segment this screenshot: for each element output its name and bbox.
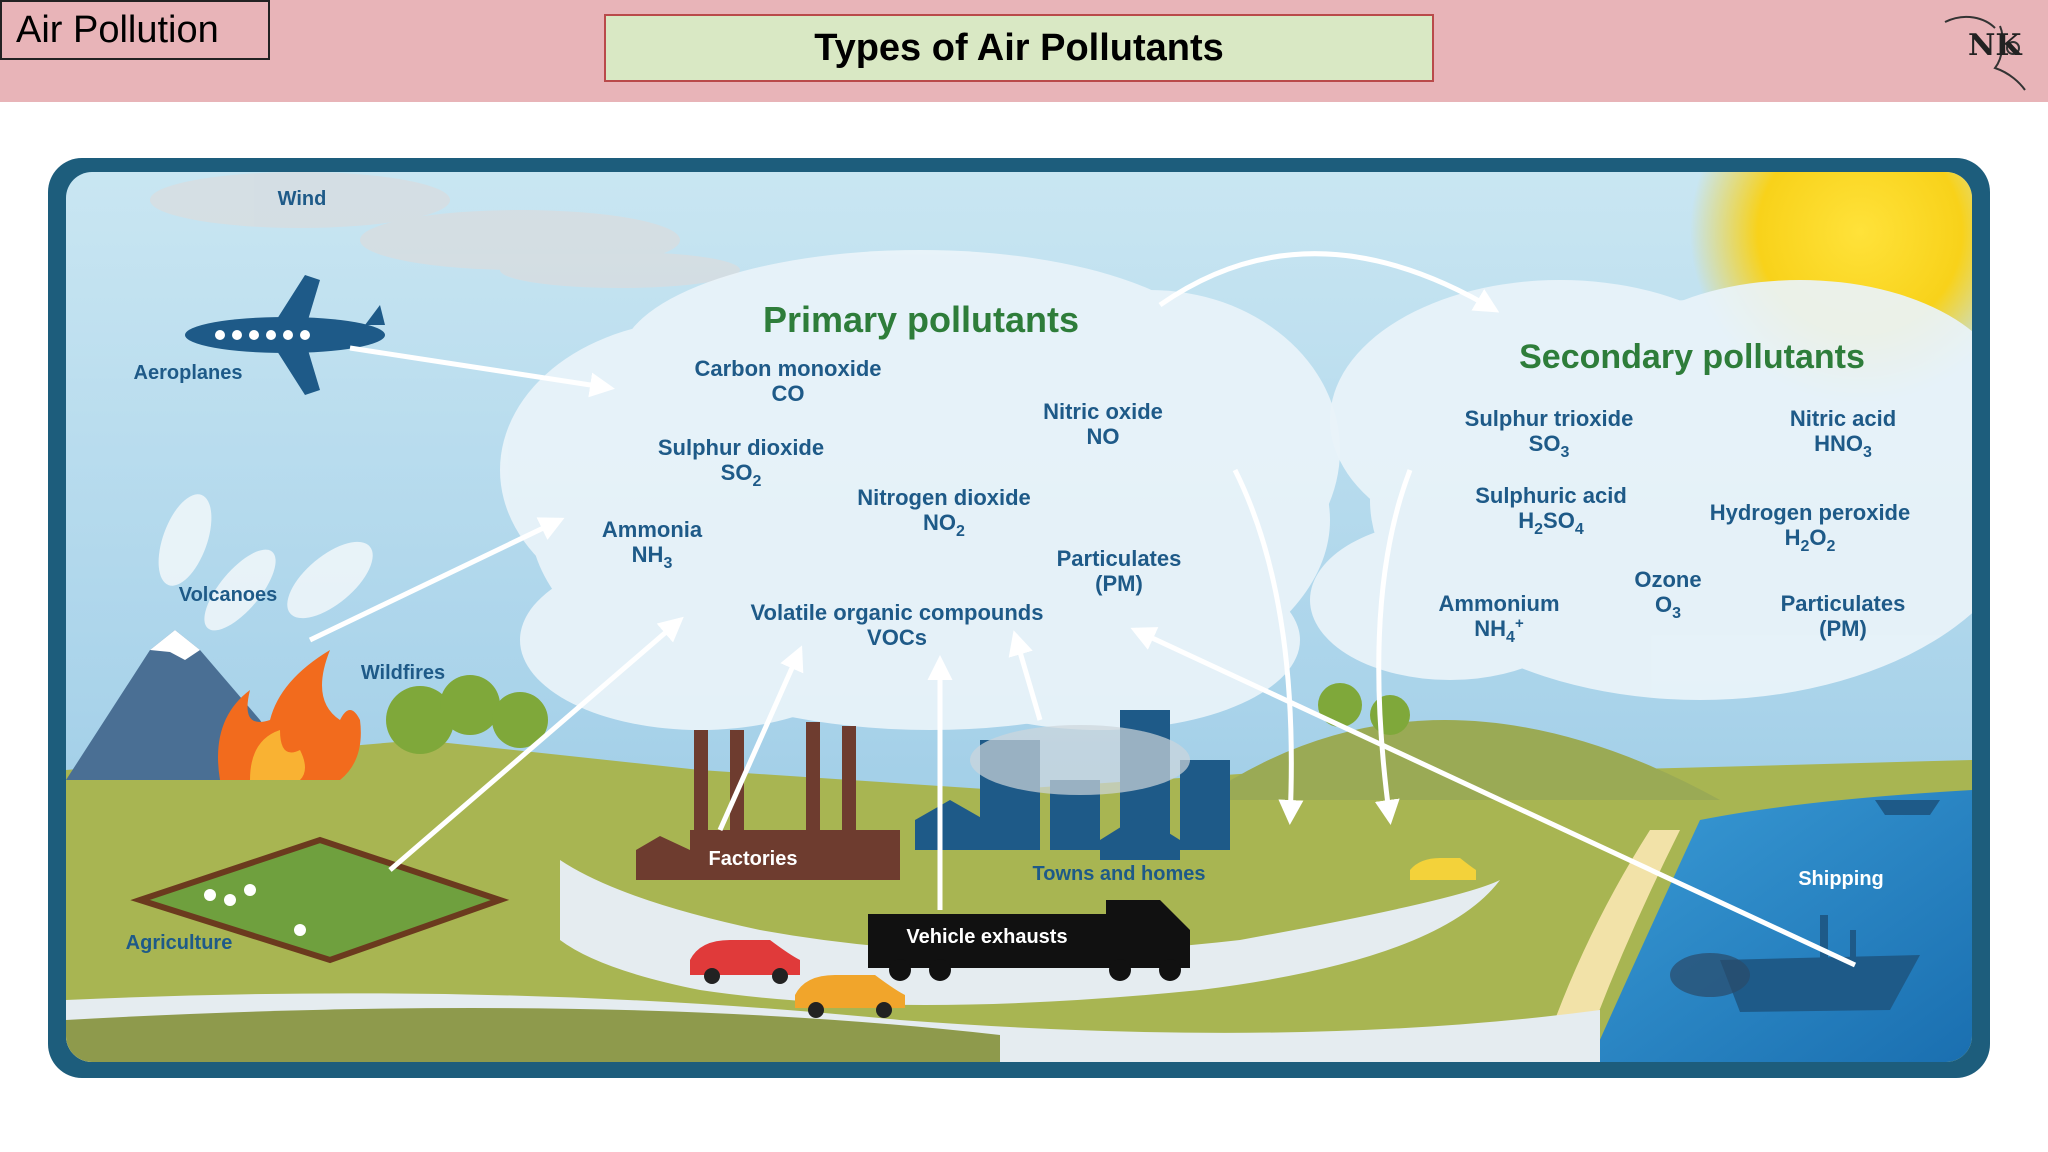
sheep [204,884,306,936]
primary-name: Sulphur dioxide [658,435,824,460]
hill [1200,720,1720,800]
secondary-formula: SO3 [1529,431,1570,461]
primary-name: Ammonia [602,517,703,542]
primary-name: Nitric oxide [1043,399,1163,424]
ship-smoke [1670,953,1750,997]
primary-formula: NO [1087,424,1120,449]
primary-formula: SO2 [721,460,762,490]
label-factories: Factories [709,848,798,870]
label-aeroplanes: Aeroplanes [134,362,243,384]
primary-formula: NH3 [632,542,673,572]
secondary-formula: (PM) [1819,616,1867,641]
label-volcanoes: Volcanoes [179,584,278,606]
primary-formula: CO [772,381,805,406]
secondary-name: Sulphuric acid [1475,483,1627,508]
label-wildfires: Wildfires [361,662,445,684]
label-wind: Wind [278,188,327,210]
yellow-car-icon [1410,858,1476,880]
logo-text: NK [1968,28,2022,63]
forest [386,675,1410,754]
factory-icon [636,722,900,880]
primary-formula: VOCs [867,625,927,650]
secondary-name: Nitric acid [1790,406,1896,431]
secondary-name: Particulates [1781,591,1906,616]
town-smog [970,725,1190,795]
small-ship-icon [1875,800,1940,815]
volcano-smoke [158,494,373,631]
slide-title: Types of Air Pollutants [604,14,1434,82]
secondary-formula: NH4+ [1474,615,1524,646]
fire-icon [218,650,361,780]
primary-name: Carbon monoxide [694,356,881,381]
red-car-icon [690,940,800,984]
primary-name: Nitrogen dioxide [857,485,1031,510]
secondary-name: Hydrogen peroxide [1710,500,1910,525]
primary-name: Particulates [1057,546,1182,571]
corner-title: Air Pollution [0,0,270,60]
label-shipping: Shipping [1798,868,1884,890]
aeroplane-windows [215,330,310,340]
truck-icon [868,900,1190,981]
secondary-name: Sulphur trioxide [1465,406,1634,431]
secondary-name: Ozone [1634,567,1701,592]
secondary-heading: Secondary pollutants [1519,338,1865,376]
fire-core [250,730,305,780]
label-agriculture: Agriculture [126,932,233,954]
large-ship-icon [1720,915,1920,1012]
primary-heading: Primary pollutants [763,299,1079,340]
farm-field [130,836,510,964]
primary-formula: (PM) [1095,571,1143,596]
beach [1540,830,1680,1062]
pollution-arrows [308,251,1857,968]
label-vehicles: Vehicle exhausts [906,926,1067,948]
label-towns: Towns and homes [1033,863,1206,885]
land [66,740,1972,1062]
logo-icon [1944,15,2026,91]
orange-car-icon [795,975,905,1018]
primary-formula: NO2 [923,510,965,540]
primary-name: Volatile organic compounds [751,600,1044,625]
secondary-formula: H2SO4 [1518,508,1584,538]
secondary-formula: H2O2 [1785,525,1836,555]
primary-particulates-label: Particulates(PM) [1057,546,1182,596]
secondary-formula: O3 [1655,592,1681,622]
volcano-snow [150,630,200,660]
ground-strip [66,1008,1000,1062]
primary-cloud [500,250,1340,730]
secondary-name: Ammonium [1439,591,1560,616]
secondary-cloud [1310,280,1972,700]
wind-clouds [150,172,740,288]
secondary-formula: HNO3 [1814,431,1872,461]
secondary-particulates-label: Particulates(PM) [1781,591,1906,641]
